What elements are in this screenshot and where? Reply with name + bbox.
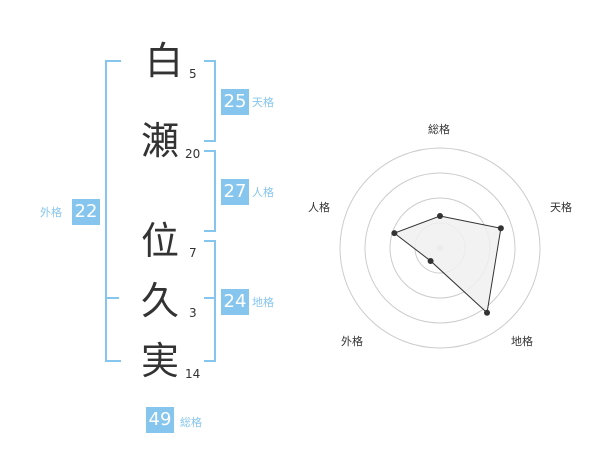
chikaku-bracket-tick bbox=[204, 297, 214, 299]
gaikaku-value-badge: 22 bbox=[72, 199, 100, 225]
radar-point-3 bbox=[484, 309, 491, 316]
gaikaku-bracket-tick bbox=[105, 297, 119, 299]
radar-ring bbox=[414, 222, 466, 274]
stroke-count-5: 14 bbox=[185, 367, 201, 381]
chikaku-label: 地格 bbox=[252, 296, 274, 309]
radar-grid bbox=[339, 147, 541, 349]
soukaku-label: 総格 bbox=[180, 416, 202, 429]
radar-point-4 bbox=[427, 257, 434, 264]
radar-ring bbox=[364, 172, 516, 324]
jinkaku-value-badge: 27 bbox=[221, 179, 249, 205]
tenkaku-bracket bbox=[204, 60, 216, 142]
radar-center-dot bbox=[437, 245, 443, 251]
stroke-count-2: 20 bbox=[185, 147, 201, 161]
axis-label-jinkaku: 人格 bbox=[308, 201, 330, 214]
stroke-count-4: 3 bbox=[189, 306, 197, 320]
name-char-5: 実 bbox=[141, 339, 180, 383]
axis-label-tenkaku: 天格 bbox=[550, 201, 572, 214]
axis-label-gaikaku: 外格 bbox=[341, 335, 363, 348]
radar-ring bbox=[389, 197, 491, 299]
chikaku-value-badge: 24 bbox=[221, 289, 249, 315]
radar-point-1 bbox=[437, 213, 443, 219]
radar-ring bbox=[339, 147, 541, 349]
name-char-1: 白 bbox=[145, 39, 184, 83]
chikaku-bracket bbox=[204, 240, 216, 362]
axis-label-soukaku: 総格 bbox=[428, 123, 450, 136]
axis-label-chikaku: 地格 bbox=[511, 335, 533, 348]
radar-area bbox=[393, 215, 502, 314]
name-char-4: 久 bbox=[141, 279, 180, 323]
name-char-3: 位 bbox=[141, 219, 180, 263]
stroke-count-3: 7 bbox=[189, 246, 197, 260]
tenkaku-value-badge: 25 bbox=[221, 89, 249, 115]
name-char-2: 瀬 bbox=[141, 119, 180, 163]
gaikaku-bracket bbox=[105, 60, 121, 362]
radar-point-2 bbox=[497, 225, 504, 232]
jinkaku-label: 人格 bbox=[252, 186, 274, 199]
radar-point-5 bbox=[391, 230, 398, 237]
gaikaku-label: 外格 bbox=[40, 206, 62, 219]
soukaku-value-badge: 49 bbox=[146, 407, 174, 433]
jinkaku-bracket bbox=[204, 150, 216, 232]
tenkaku-label: 天格 bbox=[252, 96, 274, 109]
radar-points bbox=[391, 213, 504, 316]
stroke-count-1: 5 bbox=[189, 67, 197, 81]
